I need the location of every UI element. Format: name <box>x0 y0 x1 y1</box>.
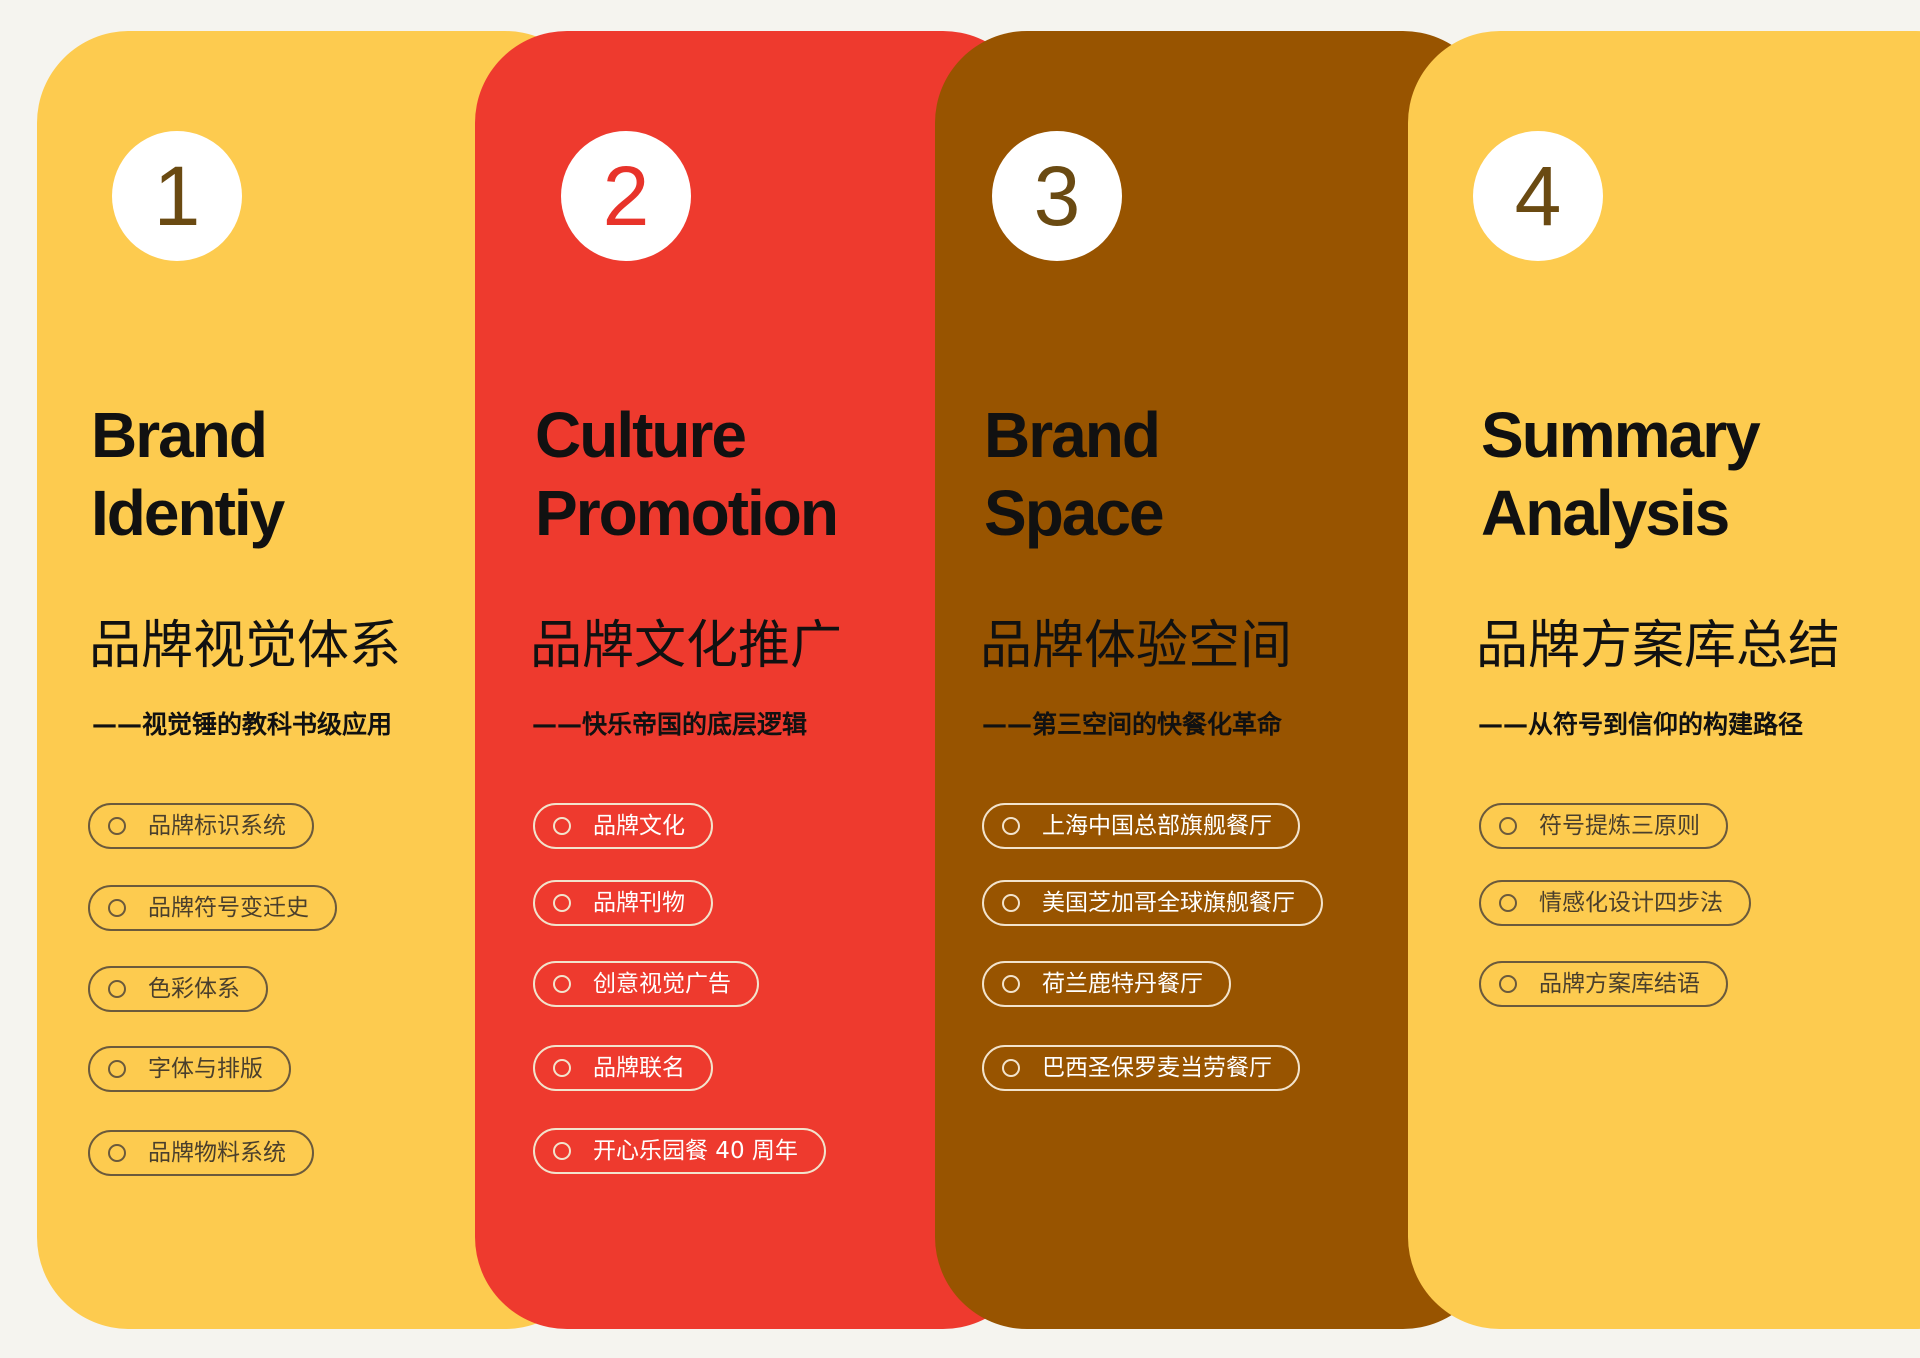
item-label: 荷兰鹿特丹餐厅 <box>1042 970 1203 997</box>
card-title: Culture Promotion <box>535 396 839 552</box>
circle-icon <box>553 894 571 912</box>
item-label: 品牌符号变迁史 <box>148 894 309 921</box>
card-subtitle: 品牌方案库总结 <box>1476 616 1841 676</box>
circle-icon <box>553 975 571 993</box>
item-pill[interactable]: 巴西圣保罗麦当劳餐厅 <box>982 1045 1300 1091</box>
circle-icon <box>553 1059 571 1077</box>
card-summary-analysis[interactable]: 4 Summary Analysis 品牌方案库总结 ——从符号到信仰的构建路径… <box>1408 31 1920 1329</box>
circle-icon <box>1002 975 1020 993</box>
card-tagline: ——第三空间的快餐化革命 <box>982 710 1283 739</box>
card-title: Brand Identiy <box>91 396 285 552</box>
card-brand-space[interactable]: 3 Brand Space 品牌体验空间 ——第三空间的快餐化革命 上海中国总部… <box>935 31 1495 1329</box>
item-pill[interactable]: 开心乐园餐 40 周年 <box>533 1128 826 1174</box>
item-pill[interactable]: 品牌物料系统 <box>88 1130 314 1176</box>
circle-icon <box>1499 894 1517 912</box>
title-line-1: Culture <box>535 399 747 471</box>
circle-icon <box>1499 975 1517 993</box>
item-pill[interactable]: 创意视觉广告 <box>533 961 759 1007</box>
item-label: 情感化设计四步法 <box>1539 889 1723 916</box>
card-subtitle: 品牌视觉体系 <box>89 616 402 676</box>
circle-icon <box>108 899 126 917</box>
circle-icon <box>1002 817 1020 835</box>
item-pill[interactable]: 品牌文化 <box>533 803 713 849</box>
circle-icon <box>1002 1059 1020 1077</box>
title-line-1: Summary <box>1481 399 1761 471</box>
number-badge-4: 4 <box>1473 131 1603 261</box>
card-tagline: ——视觉锤的教科书级应用 <box>92 710 393 739</box>
item-pill[interactable]: 情感化设计四步法 <box>1479 880 1751 926</box>
item-pill[interactable]: 品牌联名 <box>533 1045 713 1091</box>
title-line-2: Analysis <box>1481 477 1730 549</box>
item-label: 品牌标识系统 <box>148 812 286 839</box>
item-pill[interactable]: 上海中国总部旗舰餐厅 <box>982 803 1300 849</box>
item-pill[interactable]: 品牌方案库结语 <box>1479 961 1728 1007</box>
item-label: 品牌联名 <box>593 1054 685 1081</box>
item-label: 色彩体系 <box>148 975 240 1002</box>
card-subtitle: 品牌体验空间 <box>980 616 1293 676</box>
card-tagline: ——从符号到信仰的构建路径 <box>1478 710 1804 739</box>
item-pill[interactable]: 字体与排版 <box>88 1046 291 1092</box>
item-label: 品牌刊物 <box>593 889 685 916</box>
circle-icon <box>553 817 571 835</box>
title-line-1: Brand <box>984 399 1161 471</box>
circle-icon <box>1002 894 1020 912</box>
title-line-1: Brand <box>91 399 268 471</box>
title-line-2: Identiy <box>91 477 285 549</box>
item-pill[interactable]: 色彩体系 <box>88 966 268 1012</box>
item-pill[interactable]: 品牌符号变迁史 <box>88 885 337 931</box>
item-pill[interactable]: 荷兰鹿特丹餐厅 <box>982 961 1231 1007</box>
item-label: 美国芝加哥全球旗舰餐厅 <box>1042 889 1295 916</box>
item-label: 品牌物料系统 <box>148 1139 286 1166</box>
card-tagline: ——快乐帝国的底层逻辑 <box>532 710 808 739</box>
circle-icon <box>108 1144 126 1162</box>
item-label: 品牌文化 <box>593 812 685 839</box>
title-line-2: Space <box>984 477 1165 549</box>
number-badge-3: 3 <box>992 131 1122 261</box>
item-pill[interactable]: 品牌标识系统 <box>88 803 314 849</box>
item-label: 开心乐园餐 40 周年 <box>593 1137 798 1164</box>
item-label: 字体与排版 <box>148 1055 263 1082</box>
card-title: Brand Space <box>984 396 1165 552</box>
item-pill[interactable]: 品牌刊物 <box>533 880 713 926</box>
item-pill[interactable]: 符号提炼三原则 <box>1479 803 1728 849</box>
number-badge-2: 2 <box>561 131 691 261</box>
item-label: 符号提炼三原则 <box>1539 812 1700 839</box>
circle-icon <box>1499 817 1517 835</box>
item-label: 品牌方案库结语 <box>1539 970 1700 997</box>
number-badge-1: 1 <box>112 131 242 261</box>
card-subtitle: 品牌文化推广 <box>530 616 843 676</box>
circle-icon <box>553 1142 571 1160</box>
circle-icon <box>108 1060 126 1078</box>
item-label: 巴西圣保罗麦当劳餐厅 <box>1042 1054 1272 1081</box>
card-title: Summary Analysis <box>1481 396 1761 552</box>
circle-icon <box>108 980 126 998</box>
item-label: 创意视觉广告 <box>593 970 731 997</box>
title-line-2: Promotion <box>535 477 839 549</box>
item-pill[interactable]: 美国芝加哥全球旗舰餐厅 <box>982 880 1323 926</box>
circle-icon <box>108 817 126 835</box>
item-label: 上海中国总部旗舰餐厅 <box>1042 812 1272 839</box>
